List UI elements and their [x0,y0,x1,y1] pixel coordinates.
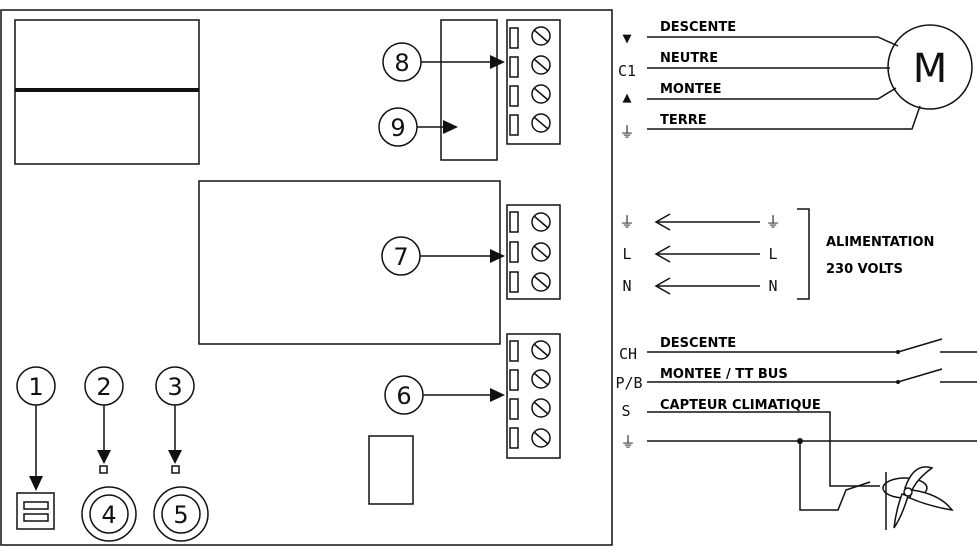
svg-text:5: 5 [173,501,188,529]
svg-text:C1: C1 [618,62,636,80]
callout-7: 7 [381,236,505,276]
svg-text:7: 7 [393,243,408,271]
svg-text:8: 8 [394,49,409,77]
callout-3: 3 [155,366,195,474]
svg-text:MONTEE: MONTEE [660,82,722,97]
inputs-wiring: CH P/B S ⏚ DESCENTE MONTEE / TT BUS CAPT… [615,336,977,530]
relay-module [440,19,498,161]
switch-montee [897,368,943,383]
dip-switch [16,492,55,530]
display-panel [14,19,200,165]
svg-text:S: S [621,402,630,420]
terminal-block-motor [506,19,561,145]
up-arrow-icon: ▲ [622,88,631,106]
motor-wiring: ▼ C1 ▲ ⏚ DESCENTE NEUTRE MONTEE TERRE M [618,20,973,141]
motor-icon [887,24,973,110]
small-component [368,435,414,505]
svg-text:NEUTRE: NEUTRE [660,51,718,66]
svg-text:DESCENTE: DESCENTE [660,20,736,35]
control-board-outline [0,9,613,546]
ground-icon: ⏚ [620,433,635,451]
svg-text:MONTEE / TT BUS: MONTEE / TT BUS [660,367,788,382]
svg-text:DESCENTE: DESCENTE [660,336,736,351]
earth-icon: ⏚ [619,213,634,231]
button-4[interactable]: 4 [81,486,137,542]
svg-text:N: N [768,277,777,295]
svg-text:L: L [768,245,777,263]
svg-text:9: 9 [390,114,405,142]
terminal-block-power [506,204,561,300]
svg-text:2: 2 [96,373,111,401]
svg-text:ALIMENTATION: ALIMENTATION [826,235,934,250]
svg-text:6: 6 [396,382,411,410]
switch-descente [897,338,943,353]
callout-8: 8 [382,42,505,82]
power-module [198,180,501,345]
earth-icon: ⏚ [619,123,634,141]
terminal-block-inputs [506,333,561,459]
callout-9: 9 [378,107,458,147]
svg-text:CH: CH [619,345,637,363]
power-supply-wiring: ⏚ L N ⏚ L N ALIMENTATION 230 VOLTS [619,208,934,300]
svg-text:TERRE: TERRE [660,113,707,128]
callout-1: 1 [16,366,56,491]
svg-text:P/B: P/B [615,374,642,392]
svg-text:230 VOLTS: 230 VOLTS [826,262,903,277]
svg-text:M: M [913,46,948,92]
down-arrow-icon: ▼ [622,29,631,47]
svg-text:L: L [622,245,631,263]
svg-text:4: 4 [101,501,116,529]
callout-2: 2 [84,366,124,474]
svg-text:1: 1 [28,373,43,401]
wind-sensor-icon [882,466,954,530]
svg-text:3: 3 [167,373,182,401]
svg-text:CAPTEUR CLIMATIQUE: CAPTEUR CLIMATIQUE [660,398,821,413]
svg-text:N: N [622,277,631,295]
earth-icon: ⏚ [765,213,780,231]
button-5[interactable]: 5 [153,486,209,542]
callout-6: 6 [384,375,505,415]
